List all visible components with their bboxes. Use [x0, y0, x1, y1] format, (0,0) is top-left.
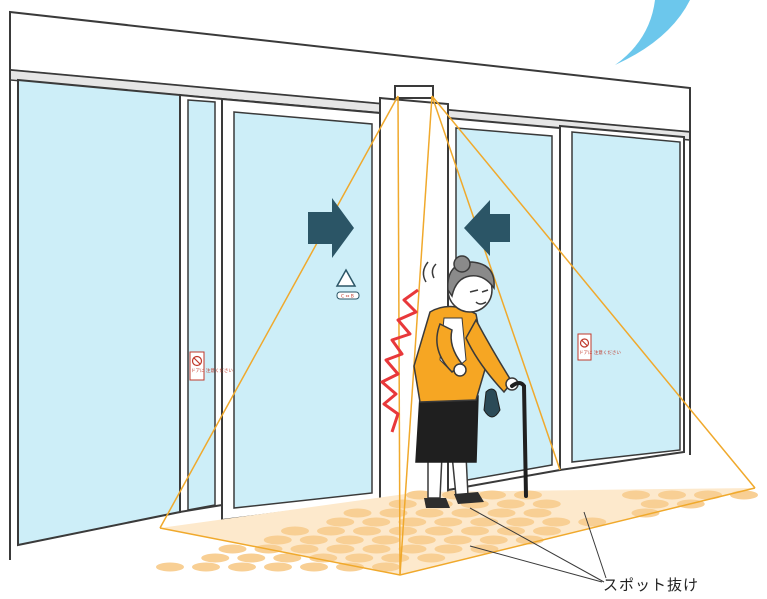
floor-dot [300, 563, 328, 572]
floor-dot [408, 536, 436, 545]
floor-dot [399, 545, 427, 554]
floor-dot [461, 527, 489, 536]
floor-dot [524, 509, 552, 518]
floor-dot [327, 545, 355, 554]
floor-dot [497, 527, 525, 536]
left-door-sign-text: ドアに 注意ください [191, 367, 233, 374]
floor-dot [156, 563, 184, 572]
floor-dot [264, 536, 292, 545]
floor-dot [497, 500, 525, 509]
floor-dot [389, 500, 417, 509]
floor-dot [434, 518, 462, 527]
floor-dot [219, 545, 247, 554]
floor-dot [542, 518, 570, 527]
floor-dot [480, 536, 508, 545]
sky-accent-shape [615, 0, 690, 65]
floor-dot [237, 554, 265, 563]
floor-dot [425, 527, 453, 536]
floor-dot [326, 518, 354, 527]
floor-dot [694, 491, 722, 500]
floor-dot [506, 518, 534, 527]
floor-dot [345, 554, 373, 563]
floor-dot [398, 518, 426, 527]
floor-dot [344, 509, 372, 518]
floor-dot [452, 509, 480, 518]
floor-dot [730, 491, 758, 500]
floor-dot [417, 554, 445, 563]
right-fixed-glass [560, 126, 684, 470]
floor-dot [264, 563, 292, 572]
center-sticker-text: C ⇔ B [341, 294, 354, 300]
floor-dot [300, 536, 328, 545]
floor-dot [363, 545, 391, 554]
floor-dot [317, 527, 345, 536]
floor-dot [488, 509, 516, 518]
left-fixed-glass [18, 80, 222, 545]
spot-gap-caption: スポット抜け [603, 574, 699, 595]
floor-dot [416, 509, 444, 518]
floor-dot [533, 500, 561, 509]
floor-dot [281, 527, 309, 536]
floor-dot [336, 536, 364, 545]
floor-dot [381, 554, 409, 563]
floor-dot [291, 545, 319, 554]
floor-dot [228, 563, 256, 572]
floor-dot [533, 527, 561, 536]
floor-dot [658, 491, 686, 500]
right-door-sign-text: ドアに 注意ください [579, 349, 621, 356]
floor-dot [470, 518, 498, 527]
floor-dot [435, 545, 463, 554]
floor-dot [201, 554, 229, 563]
floor-dot [372, 536, 400, 545]
floor-dot [622, 491, 650, 500]
floor-dot [353, 527, 381, 536]
floor-dot [514, 491, 542, 500]
floor-dot [192, 563, 220, 572]
floor-dot [641, 500, 669, 509]
floor-dot [478, 491, 506, 500]
floor-dot [362, 518, 390, 527]
floor-dot [444, 536, 472, 545]
left-sliding-door [222, 99, 380, 520]
